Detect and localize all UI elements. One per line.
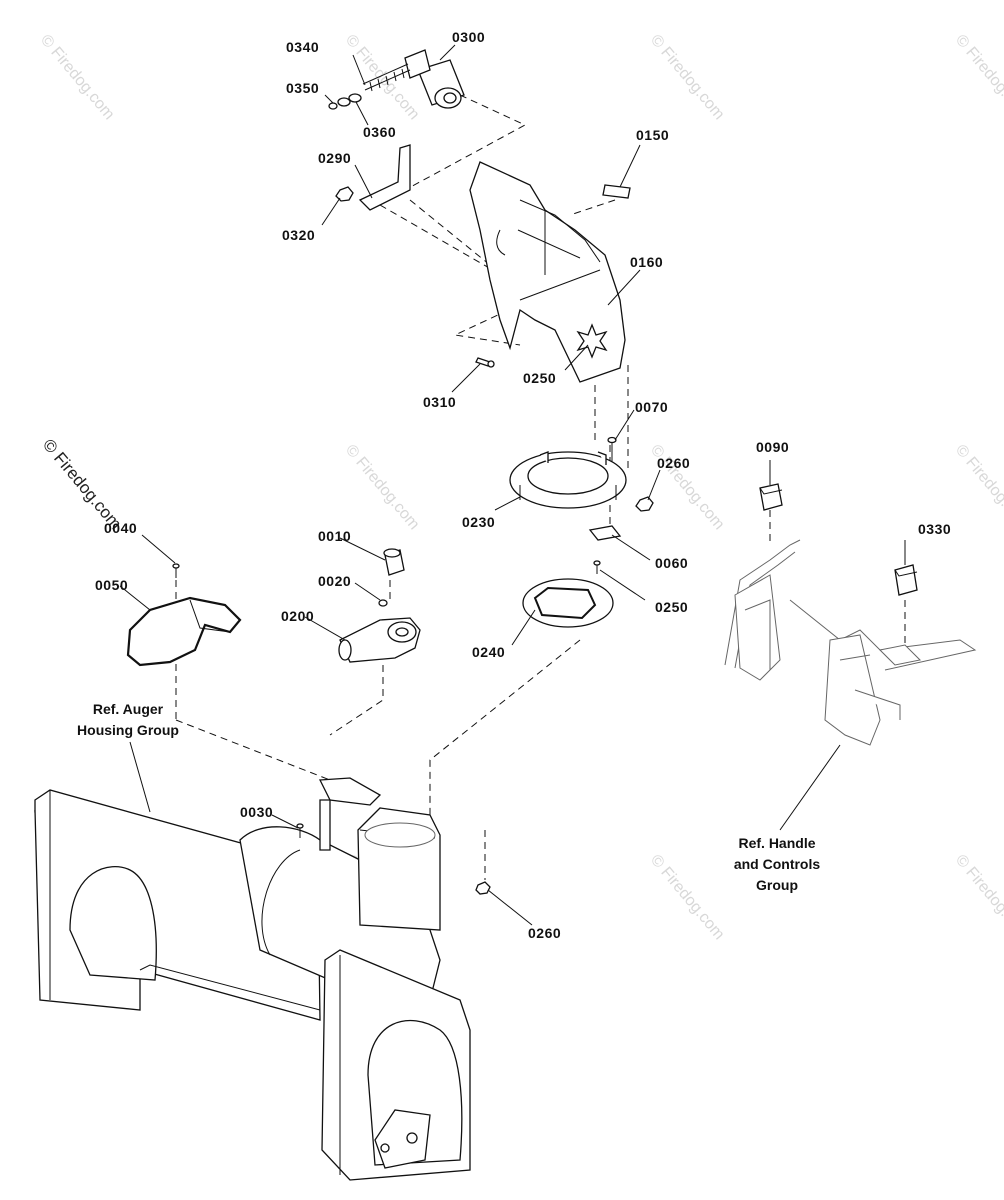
part-0230-ring-gear xyxy=(509,451,627,509)
callouts: 0300 0340 0350 0360 0290 0320 0150 0160 … xyxy=(95,29,951,941)
ref-handle-line3: Group xyxy=(756,877,798,893)
part-0200-gearbox xyxy=(338,617,421,663)
part-0060-clip xyxy=(588,525,622,541)
part-0050-cover xyxy=(126,596,242,667)
part-0250-screw xyxy=(593,560,601,574)
callout-0330: 0330 xyxy=(918,521,951,537)
callout-0070: 0070 xyxy=(635,399,668,415)
part-0030-screw xyxy=(296,823,304,838)
callout-0250-lower: 0250 xyxy=(655,599,688,615)
ref-auger-line1: Ref. Auger xyxy=(93,701,164,717)
assembly-dashes xyxy=(175,94,906,880)
callout-0040: 0040 xyxy=(104,520,137,536)
auger-housing xyxy=(34,777,471,1181)
ref-handle-line2: and Controls xyxy=(734,856,821,872)
watermark: © Firedog.com xyxy=(647,852,728,943)
callout-0200: 0200 xyxy=(281,608,314,624)
part-0310-screw xyxy=(475,357,495,368)
watermark: © Firedog.com xyxy=(952,852,1004,943)
part-0160-chute xyxy=(469,161,626,383)
callout-0290: 0290 xyxy=(318,150,351,166)
callout-0160: 0160 xyxy=(630,254,663,270)
callout-0300: 0300 xyxy=(452,29,485,45)
callout-0060: 0060 xyxy=(655,555,688,571)
part-0070-bolt xyxy=(607,436,617,462)
part-0150-decal xyxy=(602,184,631,199)
part-0330-knob xyxy=(894,564,918,596)
callout-0010: 0010 xyxy=(318,528,351,544)
callout-0020: 0020 xyxy=(318,573,351,589)
callout-0360: 0360 xyxy=(363,124,396,140)
callout-0090: 0090 xyxy=(756,439,789,455)
part-0020-washer xyxy=(378,599,388,607)
watermark: © Firedog.com xyxy=(647,32,728,123)
callout-0350: 0350 xyxy=(286,80,319,96)
part-0010-gear xyxy=(383,548,405,576)
callout-0050: 0050 xyxy=(95,577,128,593)
handle-assembly xyxy=(724,539,977,746)
watermark: © Firedog.com xyxy=(342,442,423,533)
callout-0260-lower: 0260 xyxy=(528,925,561,941)
watermark: © Firedog.com xyxy=(952,442,1004,533)
callout-0250: 0250 xyxy=(523,370,556,386)
watermark: © Firedog.com xyxy=(952,32,1004,123)
watermark-dark: © Firedog.com xyxy=(39,435,125,533)
ref-auger-line2: Housing Group xyxy=(77,722,179,738)
part-0090-knob xyxy=(759,483,783,511)
part-0260-nut-lower xyxy=(475,881,491,895)
callout-0320: 0320 xyxy=(282,227,315,243)
part-0290-bracket xyxy=(358,144,411,211)
part-0320-nut xyxy=(335,186,354,202)
part-0240-plate xyxy=(522,578,614,628)
callout-0340: 0340 xyxy=(286,39,319,55)
callout-0260: 0260 xyxy=(657,455,690,471)
callout-0240: 0240 xyxy=(472,644,505,660)
part-0040-screw xyxy=(172,563,180,578)
ref-handle-line1: Ref. Handle xyxy=(738,835,815,851)
watermark: © Firedog.com xyxy=(37,32,118,123)
callout-0030: 0030 xyxy=(240,804,273,820)
callout-0310: 0310 xyxy=(423,394,456,410)
leader-lines xyxy=(119,44,906,926)
reference-labels: Ref. Auger Housing Group Ref. Handle and… xyxy=(77,701,820,893)
part-0260-nut xyxy=(635,496,654,512)
part-0300-motor xyxy=(362,49,465,109)
callout-0150: 0150 xyxy=(636,127,669,143)
callout-0230: 0230 xyxy=(462,514,495,530)
part-0350-0360-hardware xyxy=(328,93,362,110)
